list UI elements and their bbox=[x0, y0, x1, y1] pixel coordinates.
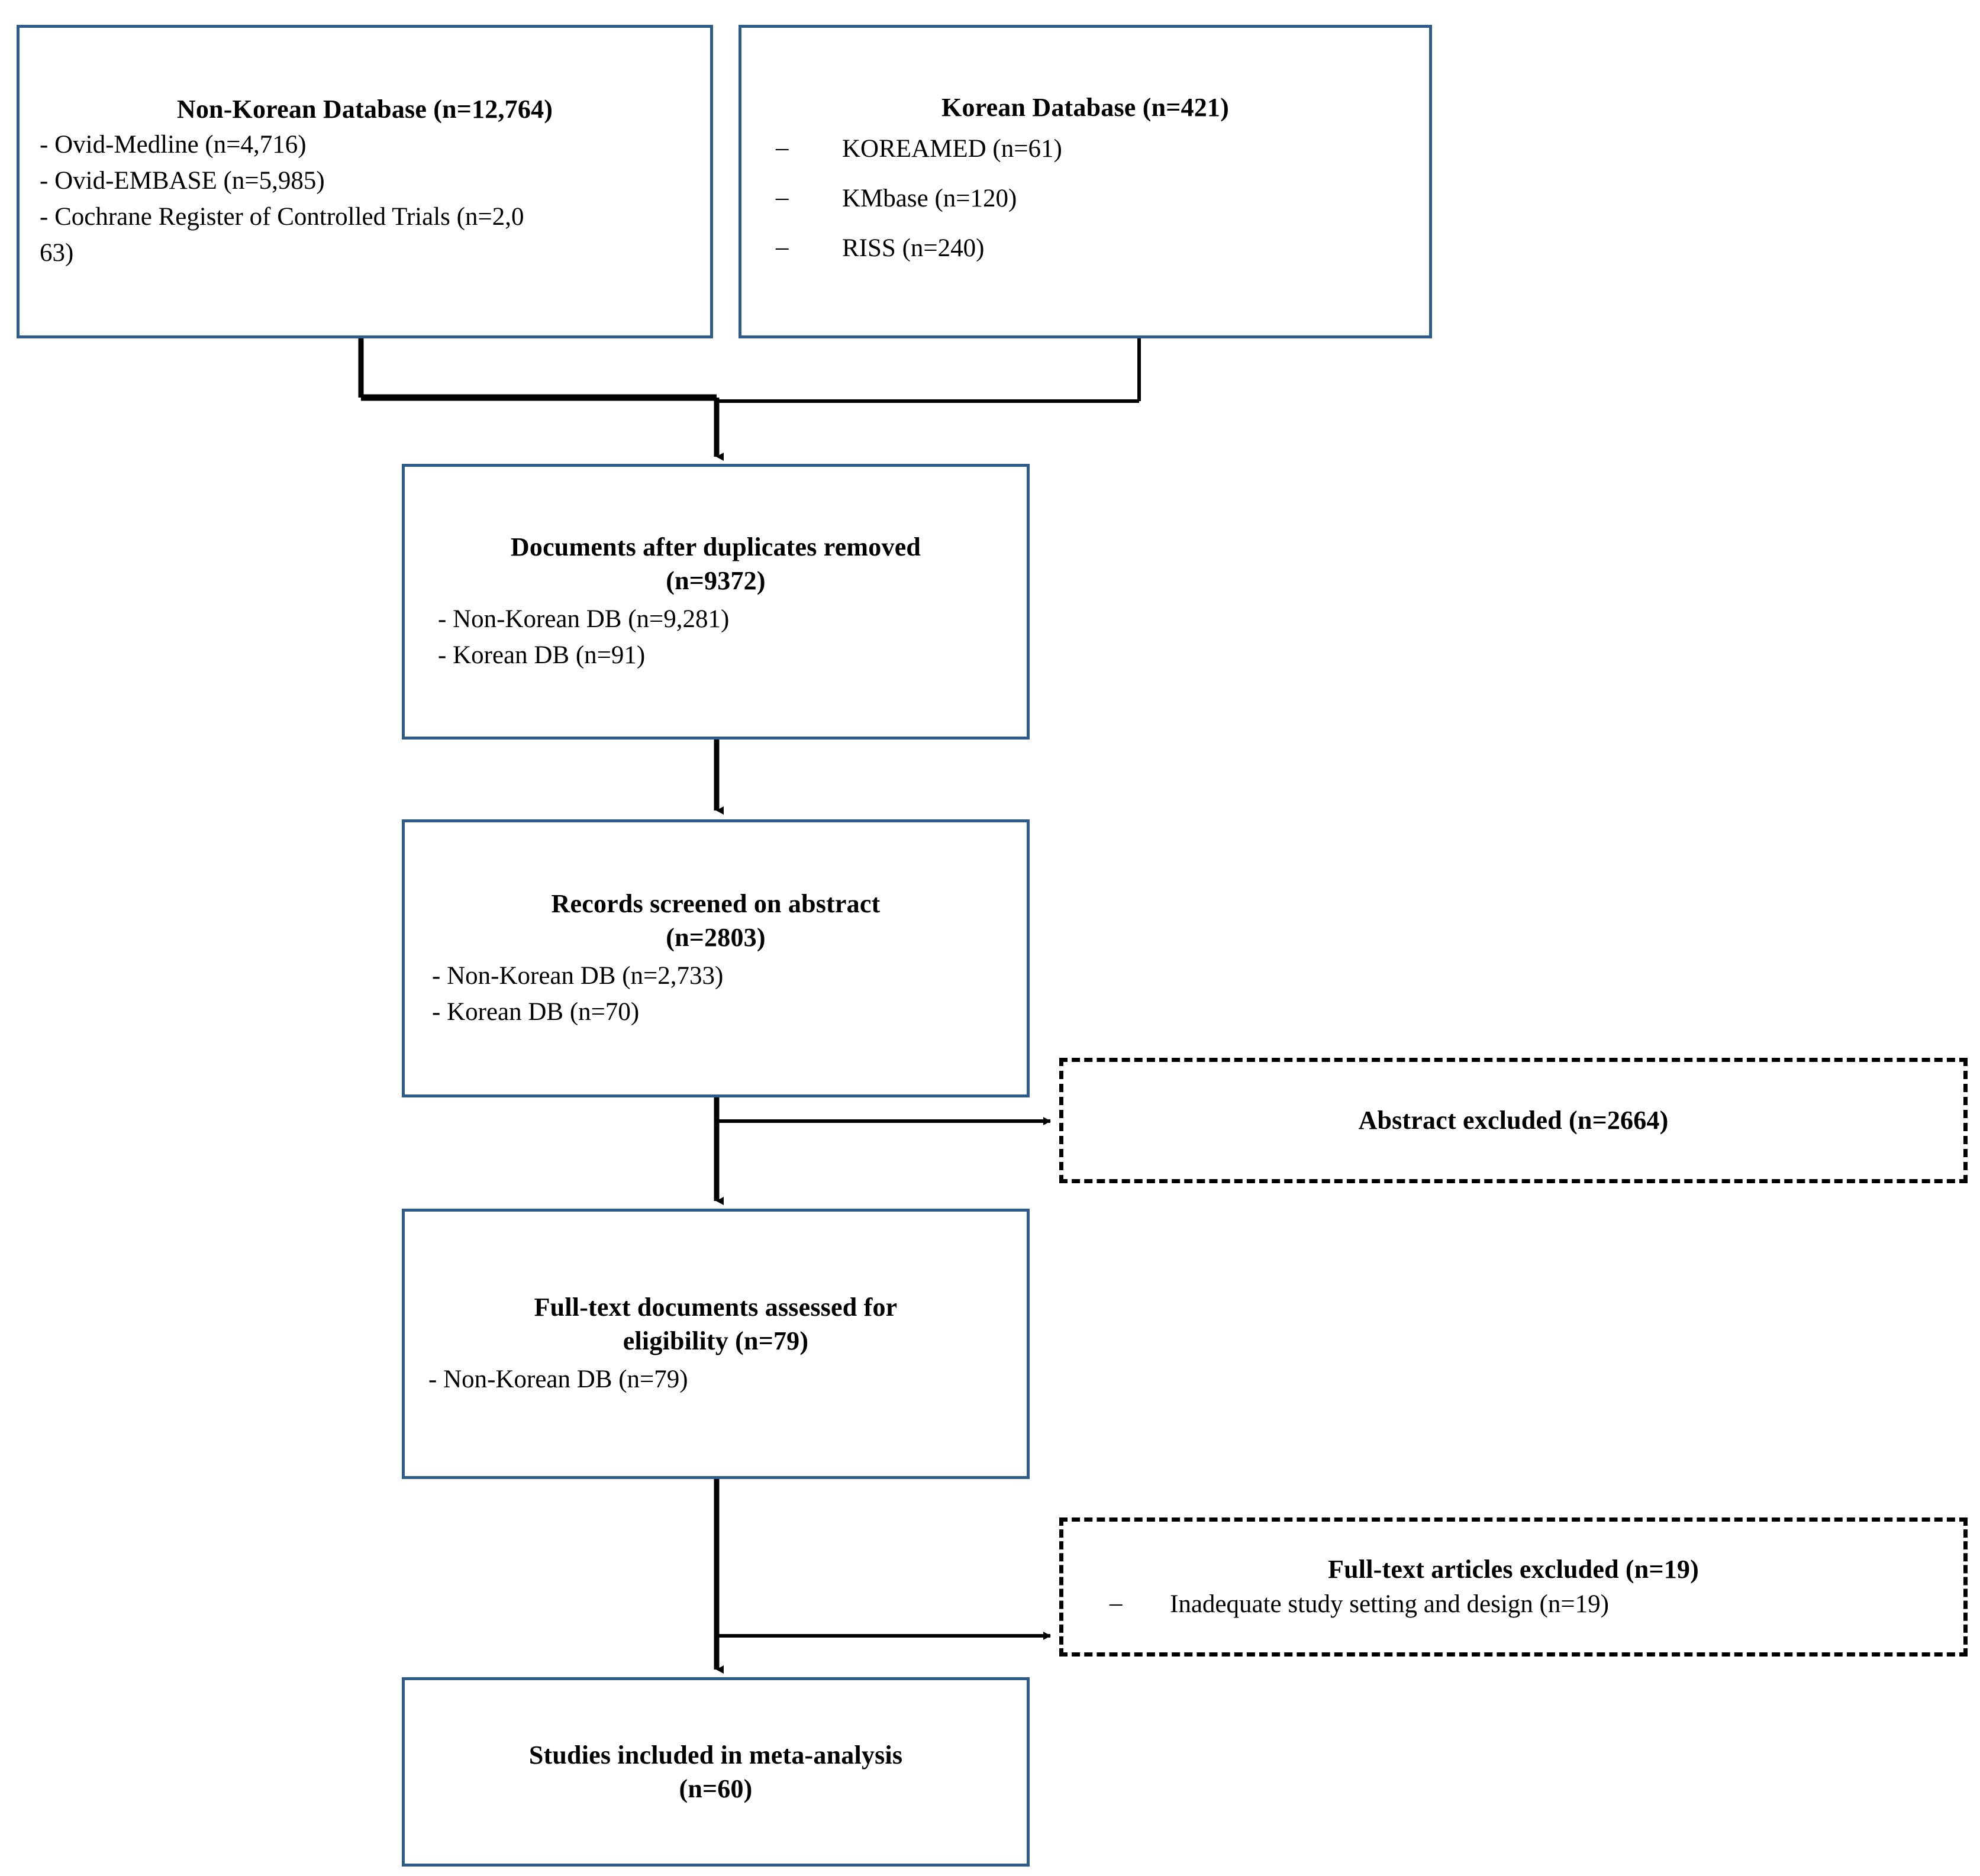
non-korean-db-heading: Non-Korean Database (n=12,764) bbox=[176, 95, 553, 124]
box-records-screened-on-abstract: Records screened on abstract (n=2803) - … bbox=[402, 819, 1030, 1097]
dash-bullet-icon: – bbox=[776, 133, 789, 162]
list-item-label: KMbase (n=120) bbox=[842, 184, 1017, 212]
list-item: - Ovid-Medline (n=4,716) bbox=[40, 130, 307, 159]
box-studies-included-in-meta-analysis: Studies included in meta-analysis (n=60) bbox=[402, 1677, 1030, 1867]
list-item: - Non-Korean DB (n=79) bbox=[428, 1365, 688, 1394]
records-screened-list: - Non-Korean DB (n=2,733) - Korean DB (n… bbox=[425, 958, 1007, 1030]
studies-included-heading-line2: (n=60) bbox=[679, 1774, 753, 1803]
korean-db-list: – KOREAMED (n=61) – KMbase (n=120) – RIS… bbox=[753, 124, 1417, 273]
studies-included-heading-line1: Studies included in meta-analysis bbox=[528, 1740, 903, 1770]
fulltext-excluded-list: – Inadequate study setting and design (n… bbox=[1075, 1587, 1952, 1622]
list-item: – KMbase (n=120) bbox=[753, 174, 1417, 224]
box-documents-after-duplicates-removed: Documents after duplicates removed (n=93… bbox=[402, 464, 1030, 740]
list-item-label: KOREAMED (n=61) bbox=[842, 134, 1062, 163]
fulltext-excluded-heading: Full-text articles excluded (n=19) bbox=[1328, 1554, 1699, 1584]
list-item: - Non-Korean DB (n=9,281) bbox=[438, 605, 730, 634]
box-abstract-excluded: Abstract excluded (n=2664) bbox=[1059, 1058, 1968, 1183]
connector-fulltext-branch bbox=[714, 1479, 1051, 1674]
connector-sources-to-duplicates bbox=[358, 338, 1141, 461]
list-item: – KOREAMED (n=61) bbox=[753, 124, 1417, 174]
duplicates-removed-list: - Non-Korean DB (n=9,281) - Korean DB (n… bbox=[425, 601, 1007, 673]
korean-db-heading: Korean Database (n=421) bbox=[941, 92, 1229, 122]
box-non-korean-database: Non-Korean Database (n=12,764) - Ovid-Me… bbox=[17, 25, 713, 338]
dash-bullet-icon: – bbox=[776, 183, 789, 211]
duplicates-removed-heading-line1: Documents after duplicates removed bbox=[510, 532, 921, 561]
list-item: 63) bbox=[40, 238, 74, 267]
records-screened-heading-line2: (n=2803) bbox=[666, 922, 766, 952]
non-korean-db-list: - Ovid-Medline (n=4,716) - Ovid-EMBASE (… bbox=[40, 127, 690, 271]
fulltext-assessed-list: - Non-Korean DB (n=79) bbox=[425, 1361, 1007, 1397]
dash-bullet-icon: – bbox=[1110, 1589, 1123, 1617]
records-screened-heading-line1: Records screened on abstract bbox=[551, 889, 881, 918]
box-korean-database: Korean Database (n=421) – KOREAMED (n=61… bbox=[739, 25, 1432, 338]
list-item: – Inadequate study setting and design (n… bbox=[1075, 1587, 1952, 1622]
abstract-excluded-heading: Abstract excluded (n=2664) bbox=[1358, 1106, 1669, 1135]
list-item: - Korean DB (n=91) bbox=[438, 641, 646, 670]
duplicates-removed-heading-line2: (n=9372) bbox=[666, 566, 766, 595]
list-item: – RISS (n=240) bbox=[753, 224, 1417, 273]
dash-bullet-icon: – bbox=[776, 233, 789, 261]
list-item-label: Inadequate study setting and design (n=1… bbox=[1170, 1590, 1609, 1619]
list-item: - Korean DB (n=70) bbox=[432, 998, 640, 1026]
list-item-label: RISS (n=240) bbox=[842, 234, 985, 262]
fulltext-assessed-heading-line1: Full-text documents assessed for bbox=[534, 1292, 898, 1322]
fulltext-assessed-heading-line2: eligibility (n=79) bbox=[623, 1326, 809, 1355]
list-item: - Ovid-EMBASE (n=5,985) bbox=[40, 166, 325, 195]
connector-screened-branch bbox=[714, 1097, 1051, 1205]
list-item: - Cochrane Register of Controlled Trials… bbox=[40, 202, 524, 231]
box-fulltext-articles-excluded: Full-text articles excluded (n=19) – Ina… bbox=[1059, 1517, 1968, 1657]
box-fulltext-documents-assessed: Full-text documents assessed for eligibi… bbox=[402, 1209, 1030, 1479]
list-item: - Non-Korean DB (n=2,733) bbox=[432, 962, 724, 990]
